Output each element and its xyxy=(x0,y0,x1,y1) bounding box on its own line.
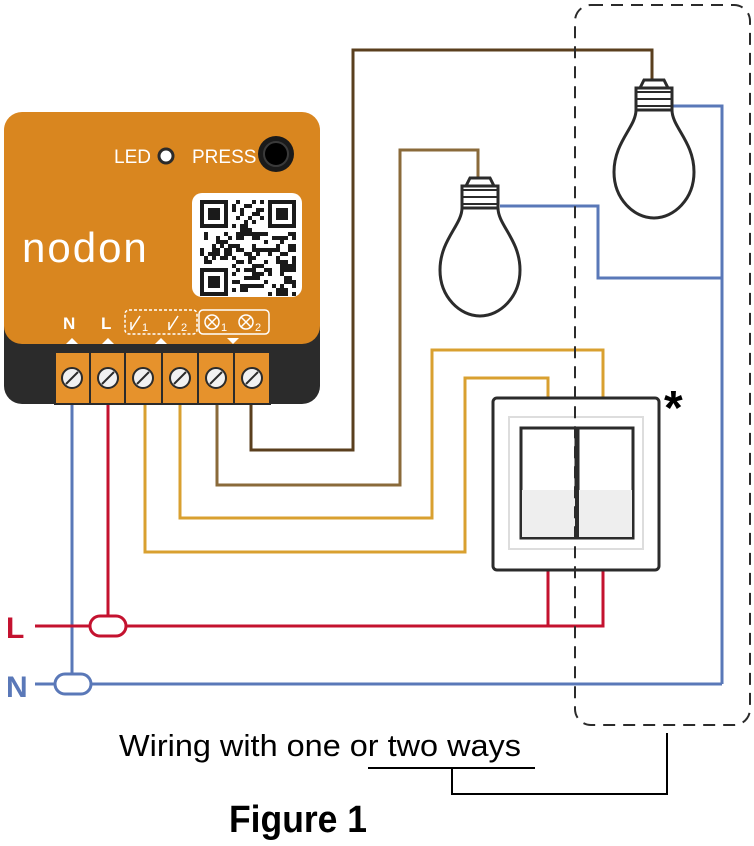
terminal-block xyxy=(54,351,271,405)
press-label: PRESS xyxy=(192,147,256,168)
lamp-output-label-box xyxy=(198,309,270,335)
wire-live-switch xyxy=(546,570,605,628)
lamp-output-1-icon xyxy=(204,314,220,330)
switch-input-1-icon xyxy=(130,315,141,331)
terminal-screw-slot xyxy=(136,371,150,385)
press-button-inner xyxy=(263,141,289,167)
figure-title: Figure 1 xyxy=(229,799,367,841)
lamp-output-1-label: 1 xyxy=(221,322,227,334)
switch-input-2-label: 2 xyxy=(181,322,187,334)
live-connector xyxy=(88,614,128,638)
terminal-label-n: N xyxy=(63,314,75,333)
lamp-1 xyxy=(438,176,522,318)
terminal-arrows xyxy=(66,338,239,344)
neutral-line-label: N xyxy=(6,671,28,704)
lamp-output-2-icon xyxy=(238,314,254,330)
wire-lamp2 xyxy=(249,48,654,452)
terminal-label-l: L xyxy=(101,314,111,333)
neutral-connector xyxy=(53,672,93,696)
terminal-screw-slot xyxy=(101,371,115,385)
nodon-module: LED PRESS nodon N L 1 2 1 xyxy=(4,112,320,405)
switch-input-1-label: 1 xyxy=(142,322,148,334)
wire-switch-2 xyxy=(143,376,550,554)
caption-bracket xyxy=(368,733,668,795)
led-label: LED xyxy=(114,147,151,168)
wire-switch-1 xyxy=(178,348,605,520)
wire-neutral-lamp2 xyxy=(672,104,724,684)
wiring-caption: Wiring with one or two ways xyxy=(119,728,521,763)
wire-neutral-lamp1 xyxy=(500,204,722,280)
led-indicator xyxy=(157,147,175,165)
brand-logo: nodon xyxy=(22,224,149,271)
qr-code xyxy=(192,193,302,297)
terminal-screw-slot xyxy=(65,371,79,385)
switch-input-label-box xyxy=(124,309,198,335)
optional-two-way-enclosure xyxy=(574,4,751,726)
terminal-screw-slot xyxy=(209,371,223,385)
terminal-screw-slot xyxy=(245,371,259,385)
live-line-label: L xyxy=(6,612,24,645)
lamp-output-2-label: 2 xyxy=(255,322,261,334)
lamp-2 xyxy=(612,78,696,220)
double-switch xyxy=(491,396,661,572)
switch-asterisk: * xyxy=(664,382,683,435)
wire-lamp1 xyxy=(215,148,480,487)
terminal-screw-slot xyxy=(173,371,187,385)
switch-input-2-icon xyxy=(168,315,179,331)
